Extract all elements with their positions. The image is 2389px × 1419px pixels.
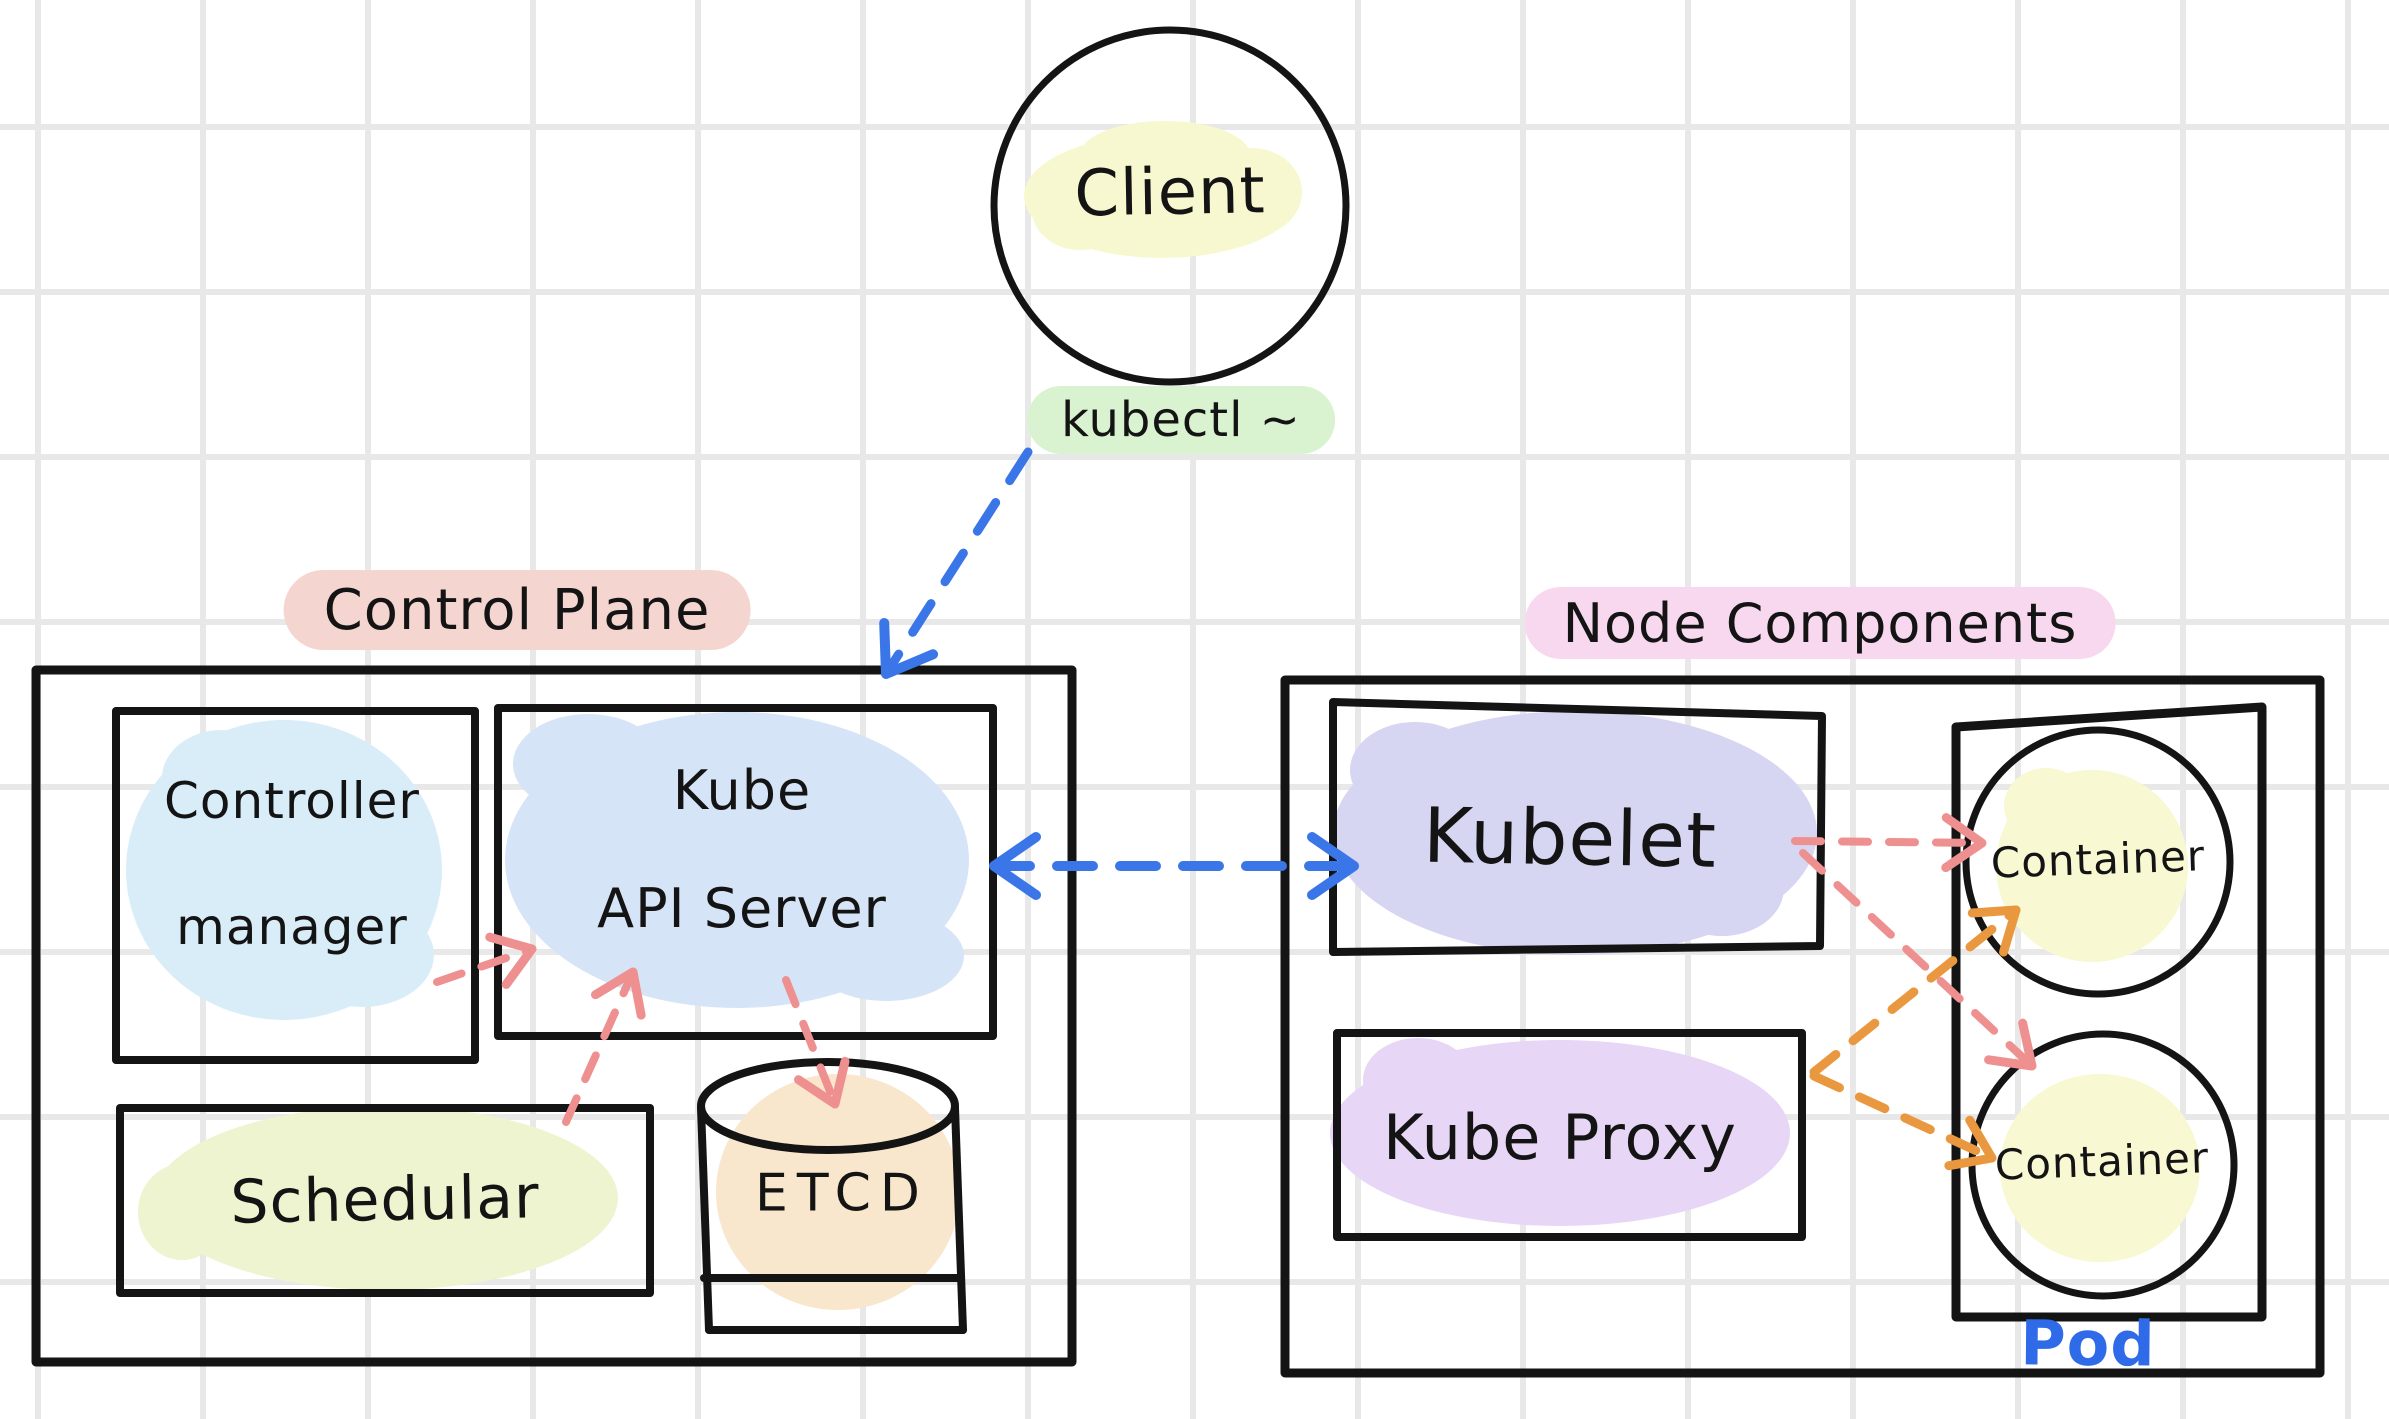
controller-manager-to-api-arrow [433,932,537,989]
etcd-cylinder [697,1058,967,1334]
etcd-highlight [716,1074,960,1310]
control-plane-title: Control Plane [283,570,751,650]
api-server-label: Kube API Server [597,732,887,968]
kubelet-highlight [1333,711,1817,955]
controller-manager-label: Controller manager [164,738,420,990]
kubelet-to-container-2-arrow [1799,849,2037,1071]
scheduler-to-api-arrow [562,967,646,1126]
kube-proxy-to-container-2-arrow [1809,1071,1997,1171]
control-plane-box [31,665,1077,1367]
node-components-title: Node Components [1524,587,2116,659]
kube-proxy-box [1333,1029,1806,1241]
controller-manager-line1: Controller [164,772,420,830]
container-2-label: Container [1994,1133,2210,1190]
kubectl-to-control-plane-arrow [879,447,1033,679]
kube-proxy-to-container-1-arrow [1809,905,2021,1077]
controller-manager-box [112,707,479,1064]
api-server-highlight [505,712,969,1008]
client-circle [990,26,1350,386]
controller-manager-highlight [126,720,442,1020]
scheduler-highlight [138,1106,618,1290]
etcd-label: ETCD [755,1163,929,1224]
api-to-etcd-arrow [782,976,850,1109]
pod-label: Pod [2019,1306,2157,1381]
api-server-line2: API Server [597,877,887,940]
client-highlight [1024,121,1302,258]
container-1-label: Container [1990,831,2206,888]
node-components-box [1280,675,2325,1378]
kubelet-to-container-1-arrow [1791,813,1987,873]
kube-proxy-highlight [1330,1038,1790,1226]
kubectl-label: kubectl ~ [1027,386,1335,454]
container-2-highlight [2000,1074,2200,1262]
scheduler-label: Schedular [229,1162,541,1238]
kubelet-label: Kubelet [1422,790,1718,885]
controller-manager-line2: manager [176,898,408,956]
container-1-highlight [1996,768,2188,962]
scheduler-box [116,1104,654,1297]
kube-proxy-label: Kube Proxy [1383,1100,1737,1174]
client-label: Client [1073,154,1267,232]
api-server-line1: Kube [672,759,812,822]
